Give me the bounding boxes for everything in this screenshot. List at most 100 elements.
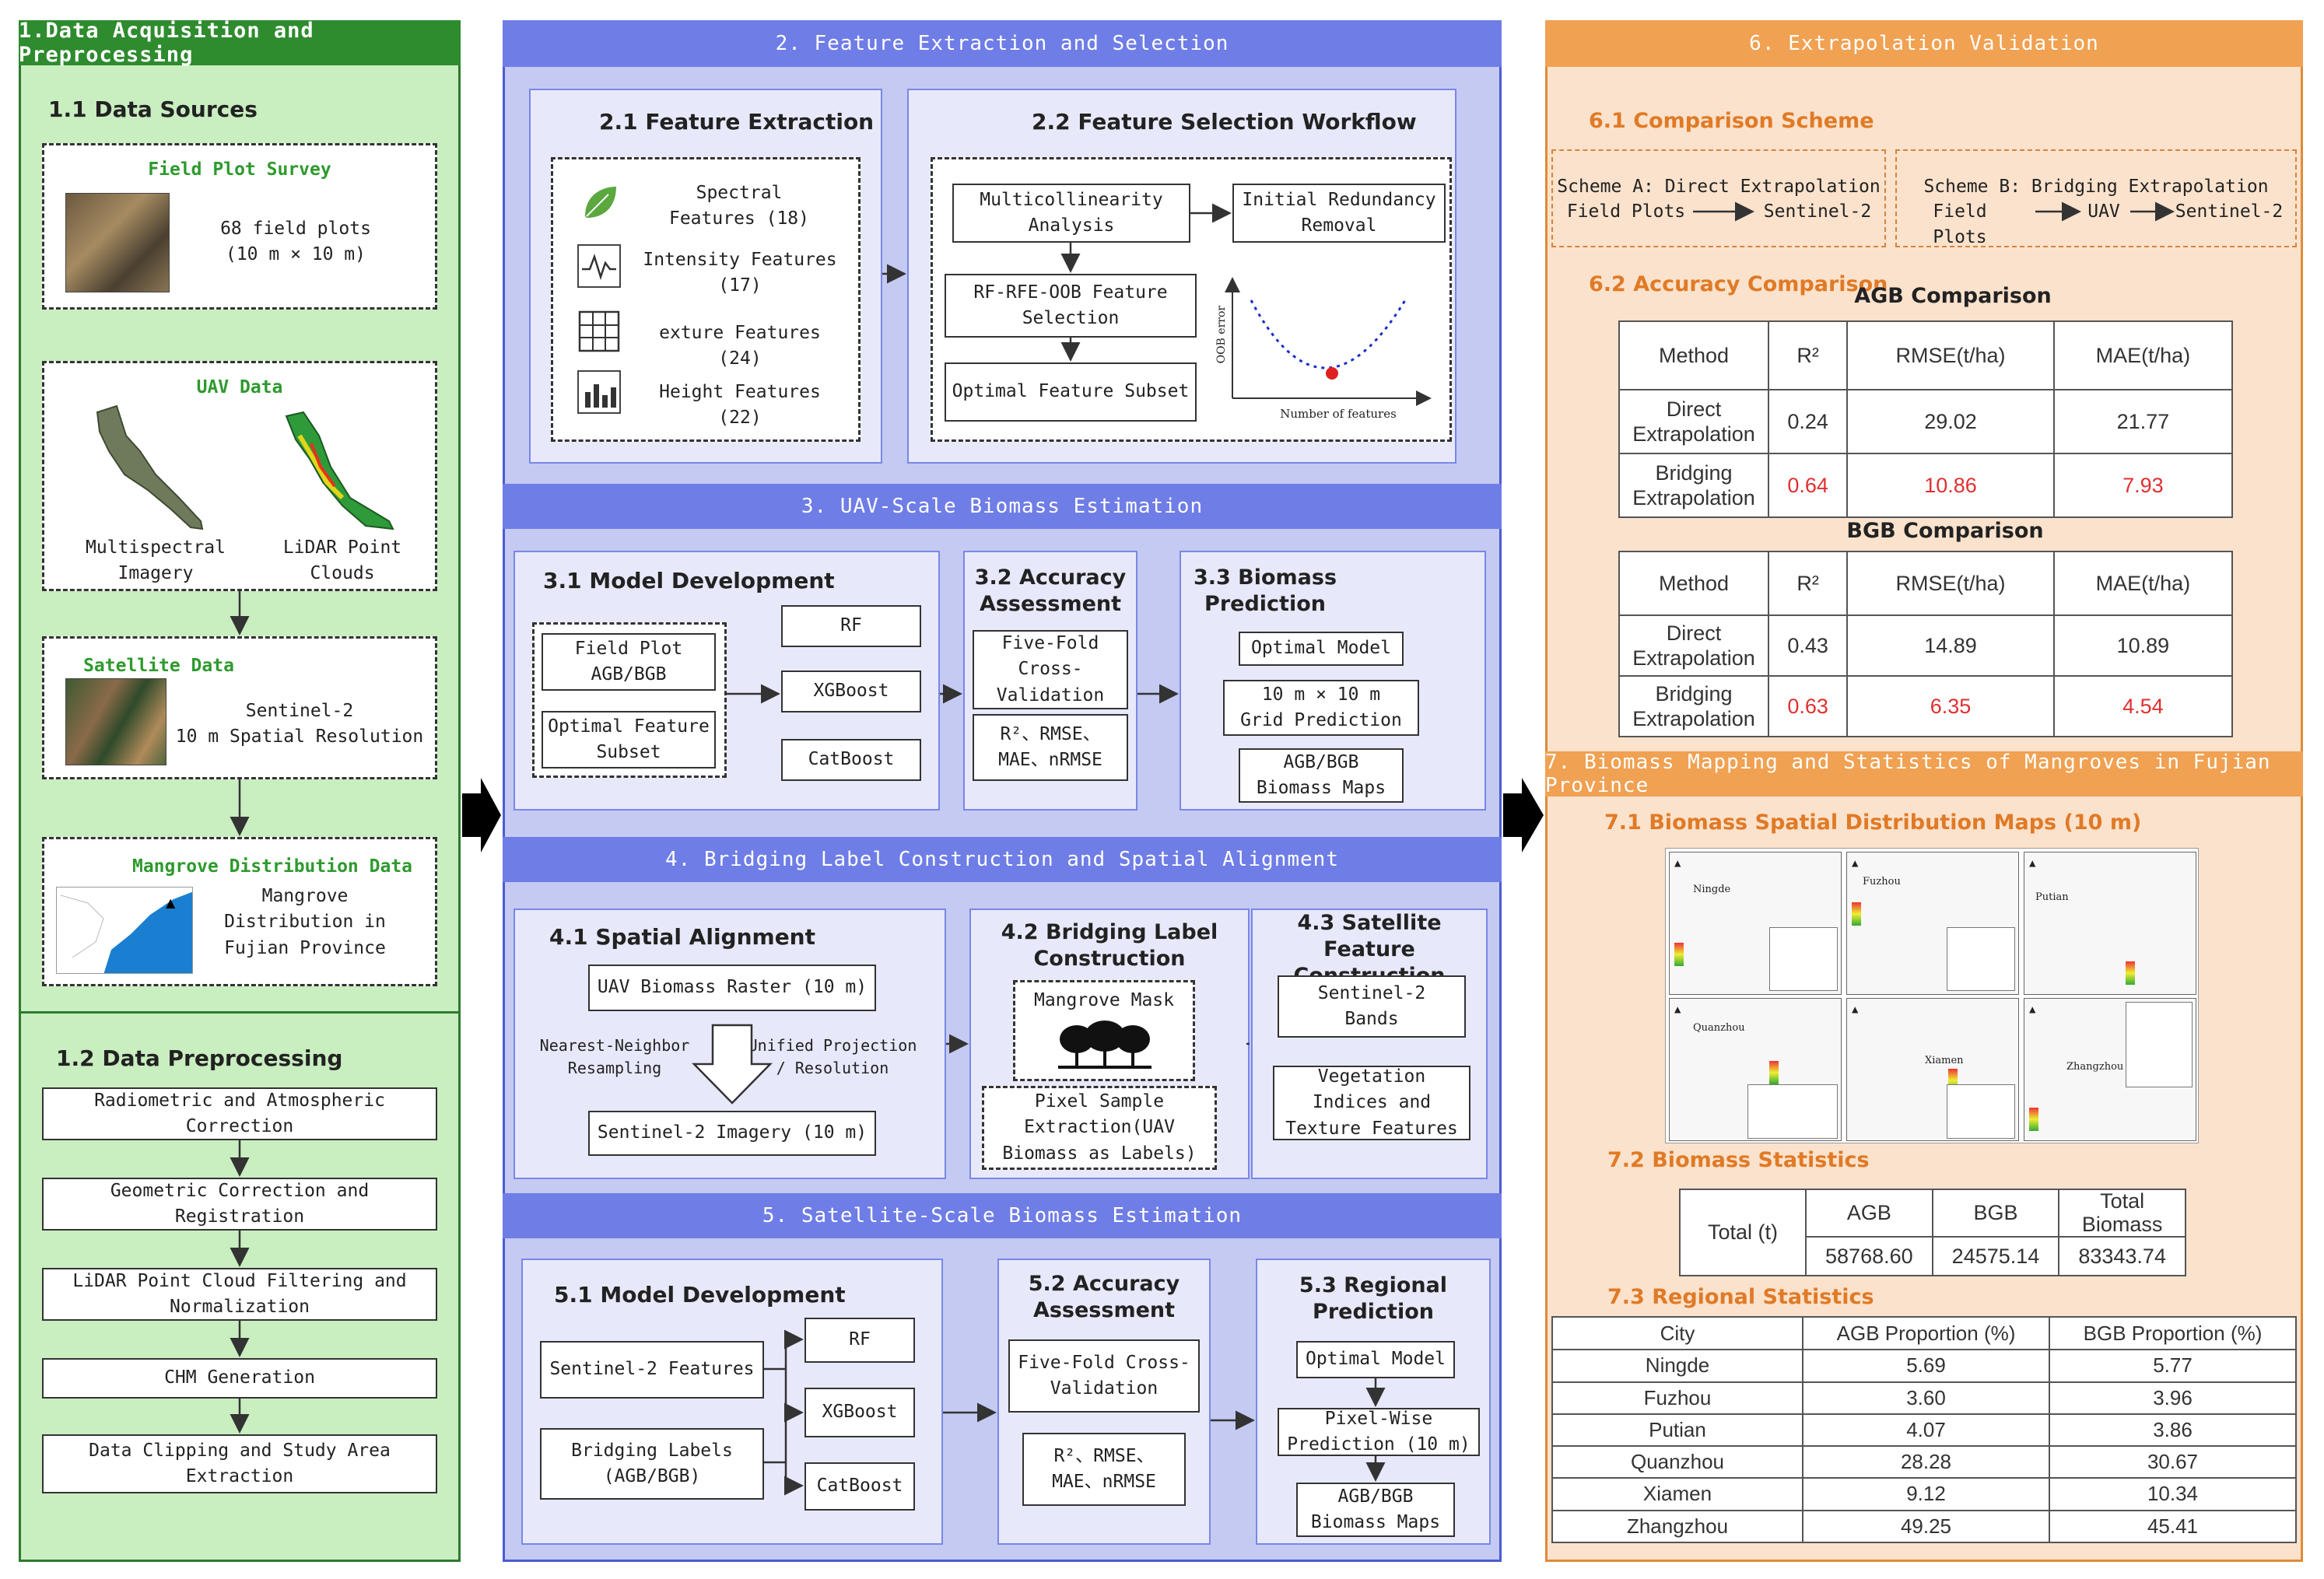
- fujian-map-image: ▲: [56, 887, 193, 974]
- stats-value-total: 83343.74: [2058, 1236, 2186, 1277]
- map-inset-zhangzhou: [2126, 1002, 2193, 1087]
- map-label-xiamen: Xiamen: [1925, 1055, 1964, 1066]
- pixelwise-prediction-box: Pixel-Wise Prediction (10 m): [1278, 1408, 1480, 1456]
- sat-fivefold-box: Five-Fold Cross- Validation: [1008, 1339, 1200, 1413]
- agb-comparison-title: AGB Comparison: [1854, 284, 2052, 308]
- map-inset-fuzhou: [1947, 927, 2015, 991]
- map-legend-ningde: [1674, 943, 1684, 966]
- section-7-header: 7. Biomass Mapping and Statistics of Man…: [1545, 751, 2303, 797]
- uav-biomass-maps-box: AGB/BGB Biomass Maps: [1239, 748, 1404, 803]
- field-plot-agb-bgb-box: Field Plot AGB/BGB: [542, 633, 716, 691]
- prep-step-radiometric: Radiometric and Atmospheric Correction: [42, 1087, 437, 1140]
- agb-direct-method: Direct Extrapolation: [1618, 389, 1769, 454]
- uav-model-catboost: CatBoost: [781, 739, 921, 781]
- spatial-maps-title: 7.1 Biomass Spatial Distribution Maps (1…: [1604, 811, 2142, 835]
- spatial-alignment-title: 4.1 Spatial Alignment: [549, 924, 816, 950]
- rf-rfe-oob-box: RF-RFE-OOB Feature Selection: [945, 274, 1197, 338]
- regional-statistics-title: 7.3 Regional Statistics: [1607, 1285, 1874, 1309]
- scheme-b-to: Sentinel-2: [2175, 201, 2284, 222]
- field-plot-title: Field Plot Survey: [148, 159, 331, 180]
- section-5-header: 5. Satellite-Scale Biomass Estimation: [503, 1193, 1502, 1238]
- grid-icon: [577, 310, 621, 353]
- uav-data-title: UAV Data: [196, 377, 283, 397]
- agb-header-method: Method: [1618, 320, 1769, 390]
- uav-optimal-model-box: Optimal Model: [1239, 632, 1404, 666]
- map-panel-zhangzhou: Zhangzhou ▲: [2024, 998, 2196, 1141]
- stats-value-bgb: 24575.14: [1931, 1236, 2060, 1277]
- prep-step-clipping: Data Clipping and Study Area Extraction: [42, 1434, 437, 1493]
- uav-model-development-title: 3.1 Model Development: [543, 568, 835, 593]
- map-legend-fuzhou: [1852, 902, 1861, 926]
- spectral-features-label: Spectral Features (18): [668, 183, 809, 229]
- section-1-divider: [19, 1011, 461, 1014]
- mangrove-distribution-title: Mangrove Distribution Data: [131, 856, 413, 877]
- satellite-data-title: Satellite Data: [83, 656, 234, 676]
- agb-bridging-rmse: 10.86: [1846, 453, 2055, 518]
- sat-metrics-box: R²、RMSE、 MAE、nRMSE: [1022, 1433, 1186, 1506]
- satellite-data-text: Sentinel-2 10 m Spatial Resolution: [175, 701, 424, 747]
- stats-header-agb: AGB: [1805, 1188, 1933, 1238]
- flow-arrow-to-section-2: [462, 778, 501, 853]
- multispectral-label: Multispectral Imagery: [85, 537, 226, 584]
- scheme-b-title: Scheme B: Bridging Extrapolation: [1923, 177, 2269, 197]
- north-arrow-icon: ▲: [2029, 857, 2036, 870]
- prep-step-chm: CHM Generation: [42, 1358, 437, 1399]
- satellite-image: [65, 678, 167, 765]
- comparison-scheme-title: 6.1 Comparison Scheme: [1589, 109, 1874, 133]
- biomass-statistics-title: 7.2 Biomass Statistics: [1607, 1148, 1870, 1172]
- preprocessing-title: 1.2 Data Preprocessing: [56, 1045, 343, 1071]
- map-label-ningde: Ningde: [1693, 884, 1731, 895]
- sentinel2-imagery-box: Sentinel-2 Imagery (10 m): [588, 1111, 876, 1156]
- agb-bridging-mae: 7.93: [2052, 453, 2234, 518]
- tree-silhouette-icon: [1058, 1021, 1151, 1069]
- bgb-bridging-method: Bridging Extrapolation: [1618, 675, 1769, 737]
- bgb-header-mae: MAE(t/ha): [2052, 551, 2234, 616]
- sat-model-rf: RF: [804, 1318, 915, 1363]
- unified-projection-label: Unified Projection / Resolution: [748, 1036, 917, 1077]
- height-features-label: Height Features (22): [659, 382, 821, 429]
- regional-bgb: 3.96: [2049, 1381, 2297, 1415]
- bgb-header-rmse: RMSE(t/ha): [1846, 551, 2055, 616]
- uav-metrics-box: R²、RMSE、 MAE、nRMSE: [973, 714, 1128, 781]
- oob-error-axis-label: OOB error: [1215, 305, 1228, 364]
- agb-direct-r2: 0.24: [1767, 389, 1849, 454]
- agb-direct-mae: 21.77: [2052, 389, 2234, 454]
- sat-model-catboost: CatBoost: [804, 1462, 915, 1511]
- section-2-header: 2. Feature Extraction and Selection: [503, 20, 1502, 67]
- intensity-features-label: Intensity Features (17): [643, 250, 837, 296]
- flow-arrow-to-section-6: [1503, 778, 1544, 853]
- bgb-bridging-r2: 0.63: [1767, 675, 1849, 737]
- optimal-feature-subset-box: Optimal Feature Subset: [945, 362, 1197, 422]
- uav-biomass-raster-box: UAV Biomass Raster (10 m): [588, 965, 876, 1011]
- vegetation-indices-box: Vegetation Indices and Texture Features: [1273, 1066, 1470, 1140]
- lidar-label: LiDAR Point Clouds: [282, 537, 402, 584]
- scheme-b-box: [1895, 149, 2297, 247]
- regional-city: Zhangzhou: [1551, 1509, 1803, 1544]
- agb-header-mae: MAE(t/ha): [2052, 320, 2234, 390]
- section-4-header: 4. Bridging Label Construction and Spati…: [503, 837, 1502, 882]
- sentinel2-bands-box: Sentinel-2 Bands: [1278, 975, 1466, 1038]
- biomass-maps-grid: Ningde ▲ Fuzhou ▲ Putian ▲ Quanzhou ▲ Xi…: [1665, 848, 2199, 1143]
- regional-city: Putian: [1551, 1413, 1803, 1448]
- map-label-zhangzhou: Zhangzhou: [2066, 1061, 2124, 1073]
- scheme-b-from: Field Plots: [1933, 201, 1987, 248]
- uav-accuracy-title: 3.2 Accuracy Assessment: [974, 565, 1127, 616]
- data-sources-title: 1.1 Data Sources: [48, 96, 258, 122]
- north-arrow-icon: ▲: [2029, 1003, 2036, 1016]
- regional-city: Ningde: [1551, 1349, 1803, 1383]
- map-legend-quanzhou: [1769, 1061, 1779, 1084]
- regional-bgb: 10.34: [2049, 1477, 2297, 1511]
- regional-agb: 49.25: [1802, 1509, 2050, 1544]
- map-legend-putian: [2126, 961, 2135, 985]
- north-arrow-icon: ▲: [1674, 1003, 1681, 1016]
- bar-chart-icon: [577, 370, 621, 414]
- sat-optimal-model-box: Optimal Model: [1296, 1341, 1455, 1378]
- pixel-sample-box: [982, 1086, 1217, 1170]
- scheme-b-mid: UAV: [2087, 201, 2120, 222]
- map-panel-putian: Putian ▲: [2024, 852, 2196, 995]
- waveform-icon: [577, 244, 621, 288]
